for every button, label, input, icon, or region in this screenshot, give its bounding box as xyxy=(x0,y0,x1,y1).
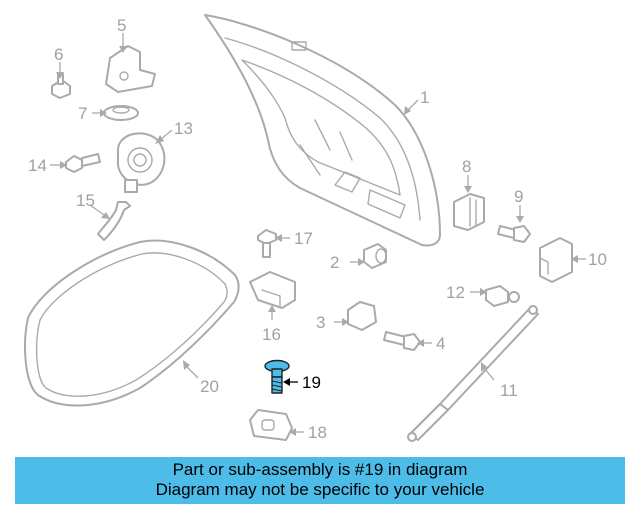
part-3-bumper xyxy=(347,301,377,331)
callout-labels: 1 2 3 4 5 6 7 8 9 10 11 12 13 14 15 16 1… xyxy=(28,16,607,442)
part-18-striker xyxy=(249,409,293,441)
part-8-bracket xyxy=(453,193,485,231)
callout-9: 9 xyxy=(514,187,523,206)
callout-16: 16 xyxy=(262,325,281,344)
callout-18: 18 xyxy=(308,423,327,442)
banner-line-1: Part or sub-assembly is #19 in diagram xyxy=(172,460,468,479)
callout-19: 19 xyxy=(302,373,321,392)
part-4-bolt xyxy=(383,331,421,351)
leader-lines xyxy=(50,33,586,436)
callout-8: 8 xyxy=(462,157,471,176)
callout-2: 2 xyxy=(330,253,339,272)
part-15-hose xyxy=(97,201,131,241)
part-2-stop xyxy=(363,243,387,269)
part-16-latch xyxy=(249,271,296,309)
callout-13: 13 xyxy=(174,119,193,138)
callout-7: 7 xyxy=(78,104,87,123)
part-9-bolt xyxy=(497,225,531,243)
banner-line-2: Diagram may not be specific to your vehi… xyxy=(155,480,485,499)
callout-5: 5 xyxy=(117,16,126,35)
part-12-ball-stud xyxy=(485,285,520,307)
part-5-hinge xyxy=(105,45,156,93)
callout-14: 14 xyxy=(28,156,47,175)
parts-diagram: 1 2 3 4 5 6 7 8 9 10 11 12 13 14 15 16 1… xyxy=(24,14,607,442)
part-17-bolt xyxy=(257,229,277,258)
part-19-bolt-highlighted xyxy=(264,359,290,394)
part-14-bolt xyxy=(65,153,101,173)
callout-10: 10 xyxy=(588,250,607,269)
callout-11: 11 xyxy=(500,381,518,400)
callout-17: 17 xyxy=(294,229,313,248)
callout-15: 15 xyxy=(76,191,95,210)
callout-1: 1 xyxy=(420,88,429,107)
part-20-seal xyxy=(24,239,240,407)
callout-3: 3 xyxy=(316,313,325,332)
callout-6: 6 xyxy=(54,45,63,64)
part-10-cover xyxy=(539,237,573,283)
part-13-actuator xyxy=(117,132,166,193)
info-banner: Part or sub-assembly is #19 in diagram D… xyxy=(15,457,625,504)
callout-12: 12 xyxy=(446,283,465,302)
callout-20: 20 xyxy=(200,377,219,396)
part-7-grommet xyxy=(103,105,139,121)
part-1-liftgate xyxy=(204,14,441,247)
part-11-strut xyxy=(407,305,539,442)
callout-4: 4 xyxy=(436,334,445,353)
part-6-bolt xyxy=(51,73,71,99)
